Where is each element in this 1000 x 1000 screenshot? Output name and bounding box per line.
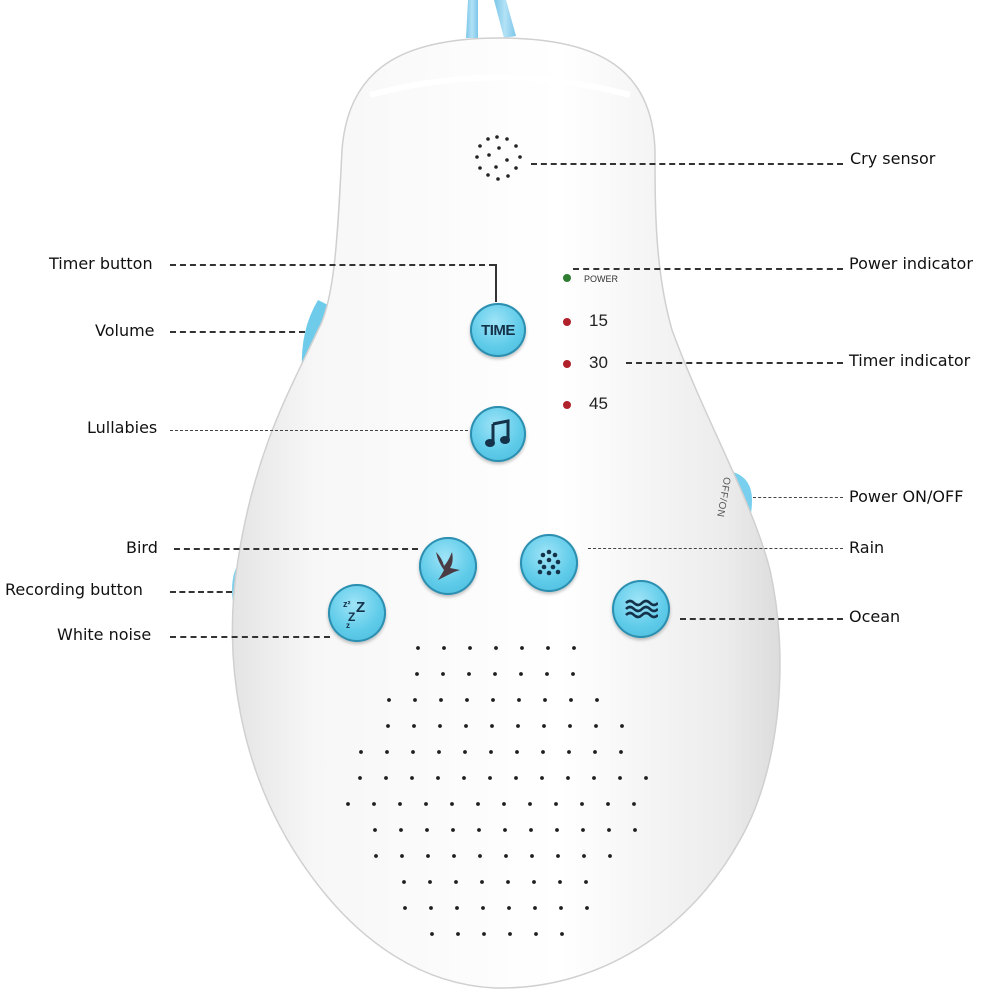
timer-led-30 bbox=[563, 360, 571, 368]
callout-white-noise: White noise bbox=[57, 625, 152, 644]
callout-power-on-off: Power ON/OFF bbox=[849, 487, 964, 506]
callout-bird: Bird bbox=[126, 538, 158, 557]
svg-text:z: z bbox=[346, 621, 350, 630]
timer-label-15: 15 bbox=[589, 311, 608, 330]
callout-power-indicator: Power indicator bbox=[849, 254, 973, 273]
svg-text:Z: Z bbox=[348, 610, 355, 624]
speaker-grille bbox=[346, 646, 648, 936]
rain-button[interactable] bbox=[520, 534, 578, 592]
callout-recording-button: Recording button bbox=[5, 580, 143, 599]
timer-label-45: 45 bbox=[589, 394, 608, 413]
raindrops-icon bbox=[537, 549, 561, 576]
callout-timer-button: Timer button bbox=[49, 254, 153, 273]
leader-recording-button bbox=[170, 591, 232, 593]
timer-led-15 bbox=[563, 318, 571, 326]
callout-volume: Volume bbox=[95, 321, 155, 340]
leader-bird bbox=[174, 548, 418, 550]
leader-rain bbox=[588, 548, 843, 549]
power-led-label: POWER bbox=[584, 274, 619, 284]
leader-lullabies bbox=[170, 430, 468, 431]
lullabies-button[interactable] bbox=[470, 406, 526, 462]
leader-cry-sensor bbox=[531, 163, 843, 165]
callout-rain: Rain bbox=[849, 538, 885, 557]
leader-white-noise bbox=[170, 636, 330, 638]
time-button[interactable]: TIME bbox=[470, 303, 526, 357]
timer-led-45 bbox=[563, 401, 571, 409]
leader-timer-button-drop bbox=[495, 264, 497, 302]
leader-ocean bbox=[680, 618, 843, 620]
white-noise-button[interactable]: z² Z Z z bbox=[328, 584, 386, 642]
lanyard bbox=[466, 0, 516, 38]
leader-power-on-off bbox=[753, 497, 843, 498]
callout-ocean: Ocean bbox=[849, 607, 901, 626]
zzz-icon: z² Z Z z bbox=[343, 599, 365, 630]
svg-text:z²: z² bbox=[343, 599, 351, 609]
time-button-label: TIME bbox=[481, 321, 515, 339]
cry-sensor-grille bbox=[475, 135, 522, 181]
timer-label-30: 30 bbox=[589, 353, 608, 372]
leader-volume bbox=[170, 331, 305, 333]
svg-text:Z: Z bbox=[356, 599, 365, 616]
leader-power-indicator bbox=[573, 268, 843, 270]
power-led bbox=[563, 274, 571, 282]
bird-icon bbox=[436, 552, 460, 580]
leader-timer-button bbox=[170, 264, 495, 266]
callout-timer-indicator: Timer indicator bbox=[849, 351, 971, 370]
ocean-button[interactable] bbox=[612, 580, 670, 638]
callout-lullabies: Lullabies bbox=[87, 418, 158, 437]
bird-button[interactable] bbox=[419, 537, 477, 595]
music-note-icon bbox=[485, 419, 510, 447]
leader-timer-indicator bbox=[626, 362, 843, 364]
callout-cry-sensor: Cry sensor bbox=[850, 149, 936, 168]
waves-icon bbox=[625, 599, 658, 619]
